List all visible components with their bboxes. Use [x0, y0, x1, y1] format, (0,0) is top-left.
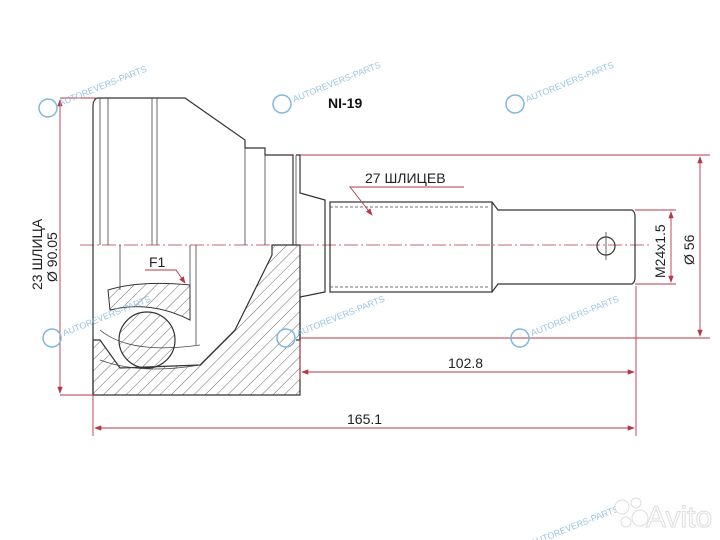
watermark: AUTOREVERS-PARTS — [510, 294, 620, 348]
outer-splines-label: 27 ШЛИЦЕВ — [365, 170, 446, 186]
watermark-logo-icon — [276, 328, 296, 348]
avito-logo-text: Avito — [646, 501, 712, 534]
ball — [118, 311, 176, 369]
part-number: NI-19 — [328, 95, 362, 111]
svg-text:AUTOREVERS-PARTS: AUTOREVERS-PARTS — [295, 294, 386, 338]
housing-outline — [92, 97, 297, 395]
shaft-length-label: 102.8 — [448, 355, 483, 371]
watermark-logo-icon — [272, 94, 292, 114]
f1-label: F1 — [149, 254, 166, 270]
watermark: AUTOREVERS-PARTS — [529, 504, 620, 540]
inner-splines-label: 23 ШЛИЦА — [29, 218, 45, 290]
total-length-label: 165.1 — [347, 411, 382, 427]
svg-text:AUTOREVERS-PARTS: AUTOREVERS-PARTS — [524, 60, 615, 104]
shaft — [296, 154, 636, 341]
svg-text:AUTOREVERS-PARTS: AUTOREVERS-PARTS — [529, 294, 620, 338]
svg-text:AUTOREVERS-PARTS: AUTOREVERS-PARTS — [529, 504, 620, 540]
thread-label: M24x1.5 — [652, 224, 668, 278]
housing-section — [92, 244, 301, 396]
svg-text:AUTOREVERS-PARTS: AUTOREVERS-PARTS — [57, 64, 148, 108]
watermark-logo-icon — [505, 94, 525, 114]
outer-diameter-label: Ø 90.05 — [44, 232, 60, 282]
watermark-logo-icon — [42, 328, 62, 348]
seal-diameter-label: Ø 56 — [681, 234, 697, 265]
dimensions — [57, 97, 710, 436]
watermark-logo-icon — [510, 328, 530, 348]
avito-logo: Avito — [614, 497, 713, 535]
watermark: AUTOREVERS-PARTS — [505, 60, 615, 114]
watermark-logo-icon — [38, 98, 58, 118]
watermark: AUTOREVERS-PARTS — [272, 60, 382, 114]
